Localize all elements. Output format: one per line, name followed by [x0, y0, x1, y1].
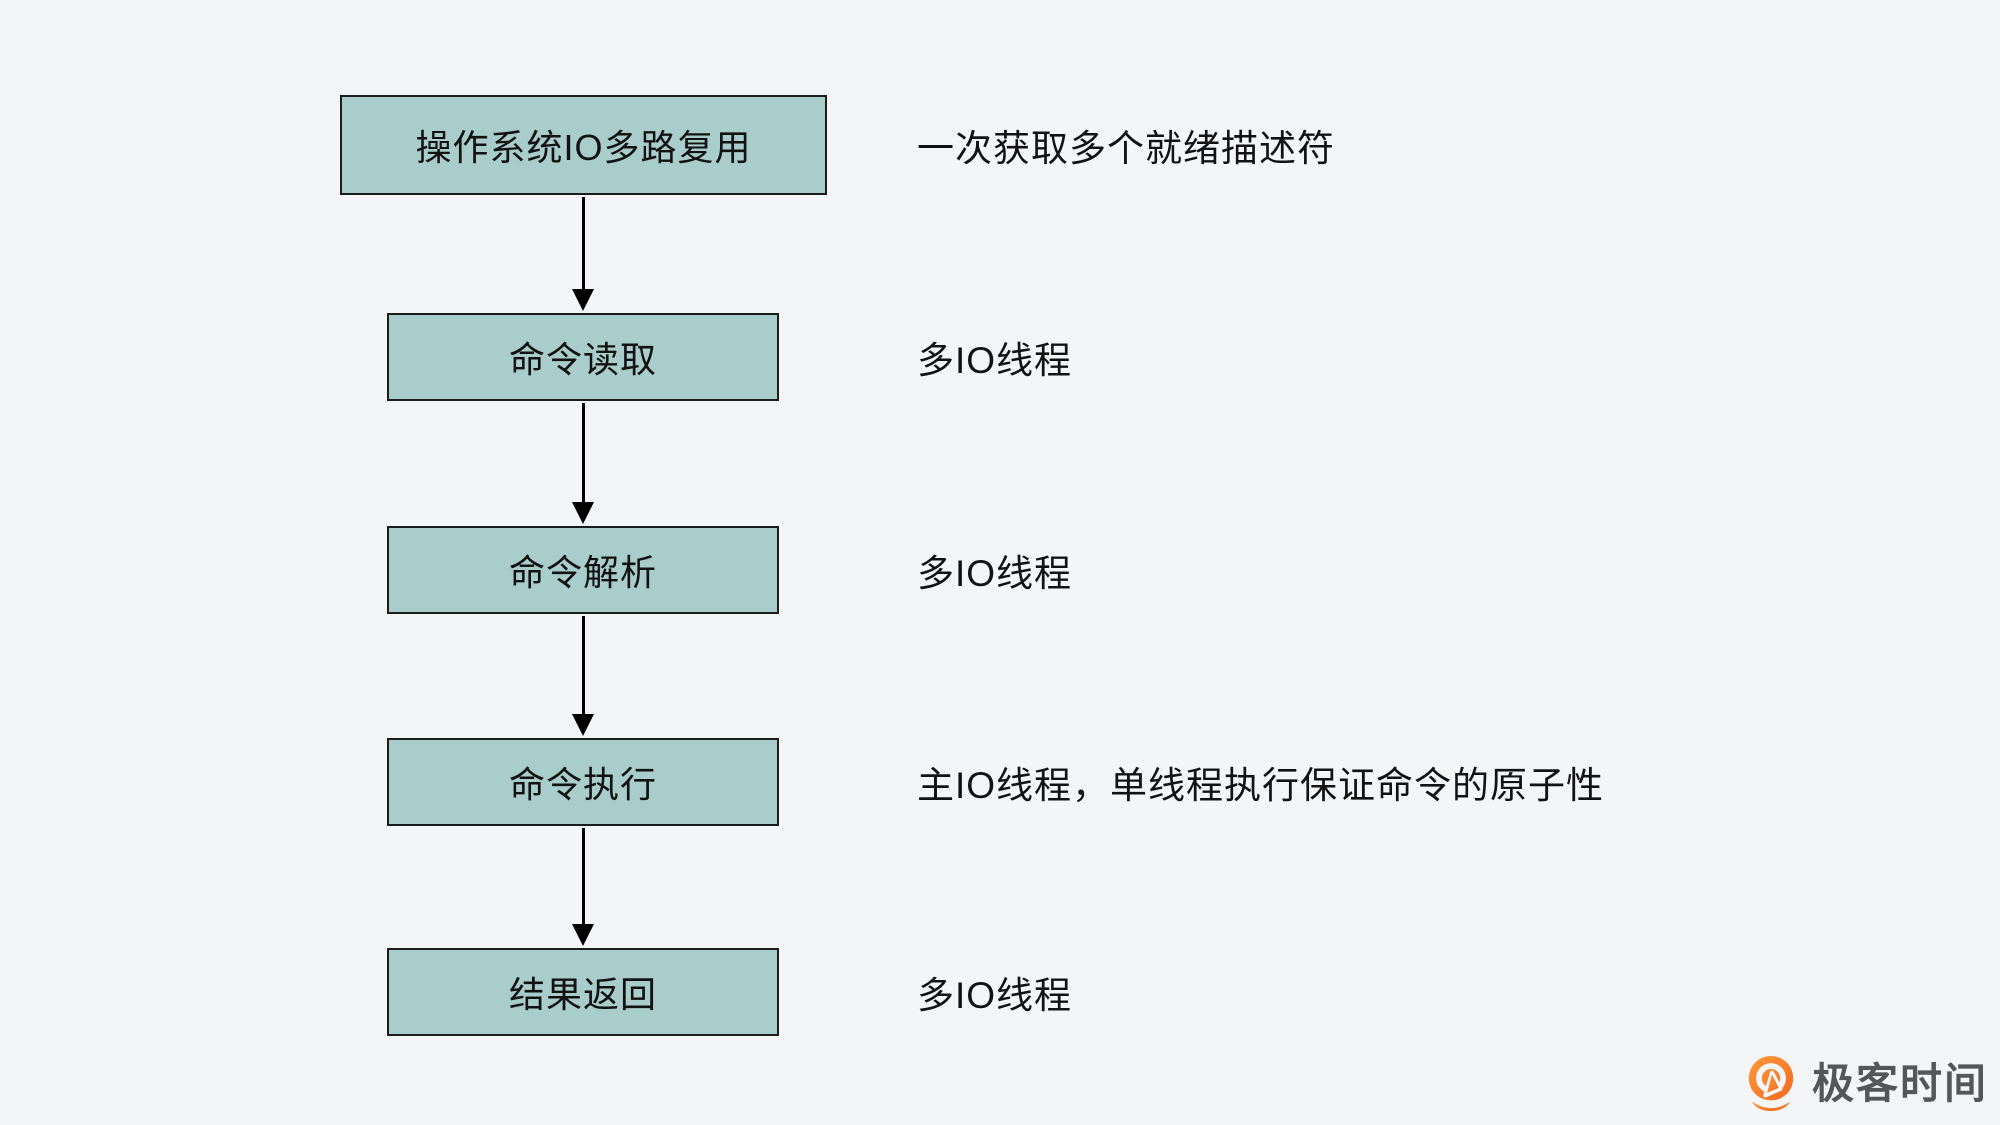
geektime-logo: 极客时间: [1740, 1055, 1988, 1113]
annotation-command-parse: 多IO线程: [917, 553, 1073, 594]
flow-step-label: 命令读取: [508, 339, 657, 380]
annotation-os-io-multiplexing: 一次获取多个就绪描述符: [917, 128, 1335, 169]
annotation-command-read: 多IO线程: [917, 340, 1073, 381]
geektime-logo-text: 极客时间: [1812, 1060, 1989, 1107]
down-arrow-icon: [572, 197, 594, 311]
annotation-result-return: 多IO线程: [917, 975, 1073, 1016]
arrow-head: [572, 502, 594, 524]
flow-step-os-io-multiplexing: 操作系统IO多路复用: [340, 95, 827, 195]
arrow-line: [581, 828, 585, 924]
arrow-line: [581, 403, 585, 502]
down-arrow-icon: [572, 828, 594, 946]
flow-step-result-return: 结果返回: [387, 948, 779, 1036]
annotation-command-execute: 主IO线程，单线程执行保证命令的原子性: [917, 765, 1605, 806]
arrow-line: [581, 616, 585, 714]
arrow-head: [572, 289, 594, 311]
down-arrow-icon: [572, 403, 594, 524]
flow-step-label: 命令解析: [508, 552, 657, 593]
arrow-head: [572, 714, 594, 736]
geektime-pin-icon: [1748, 1055, 1794, 1112]
arrow-line: [581, 197, 585, 289]
flow-step-label: 命令执行: [508, 764, 657, 805]
flow-step-command-parse: 命令解析: [387, 526, 779, 614]
flow-step-label: 操作系统IO多路复用: [415, 127, 752, 168]
flow-step-command-read: 命令读取: [387, 313, 779, 401]
flow-step-label: 结果返回: [508, 974, 657, 1015]
arrow-head: [572, 924, 594, 946]
down-arrow-icon: [572, 616, 594, 736]
flow-step-command-execute: 命令执行: [387, 738, 779, 826]
